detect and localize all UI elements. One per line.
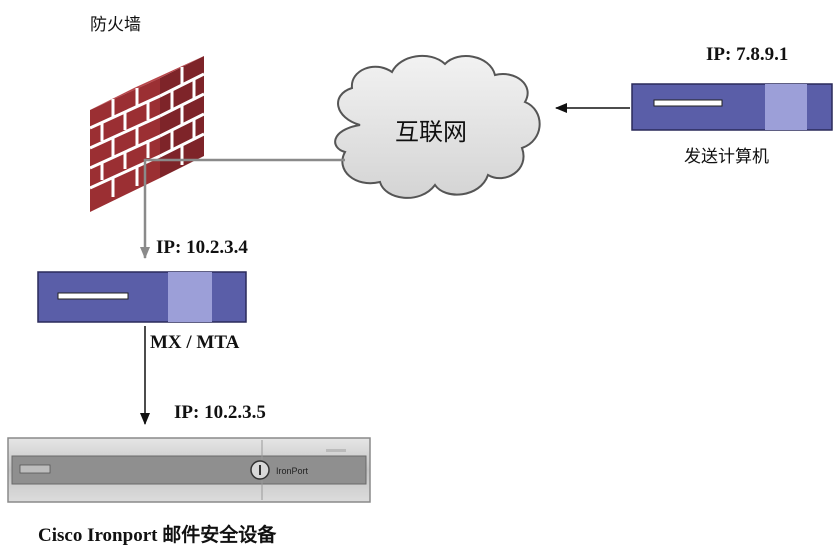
internet-label: 互联网 (395, 118, 467, 146)
firewall-icon (89, 56, 205, 212)
mx-label: MX / MTA (150, 332, 240, 353)
sender-label: 发送计算机 (684, 147, 769, 167)
ironport-appliance-icon: IronPort (7, 437, 371, 503)
appliance-brand-text: IronPort (276, 466, 309, 476)
mx-ip-label: IP: 10.2.3.4 (156, 237, 248, 258)
connection-internet-to-mx (140, 158, 345, 259)
mx-server-icon (37, 271, 247, 323)
cloud-icon (334, 54, 541, 199)
appliance-label: Cisco Ironport 邮件安全设备 (38, 525, 277, 546)
appliance-ip-label: IP: 10.2.3.5 (174, 402, 266, 423)
firewall-label: 防火墙 (90, 15, 141, 35)
sender-ip-label: IP: 7.8.9.1 (706, 44, 789, 65)
sender-server-icon (631, 83, 833, 131)
